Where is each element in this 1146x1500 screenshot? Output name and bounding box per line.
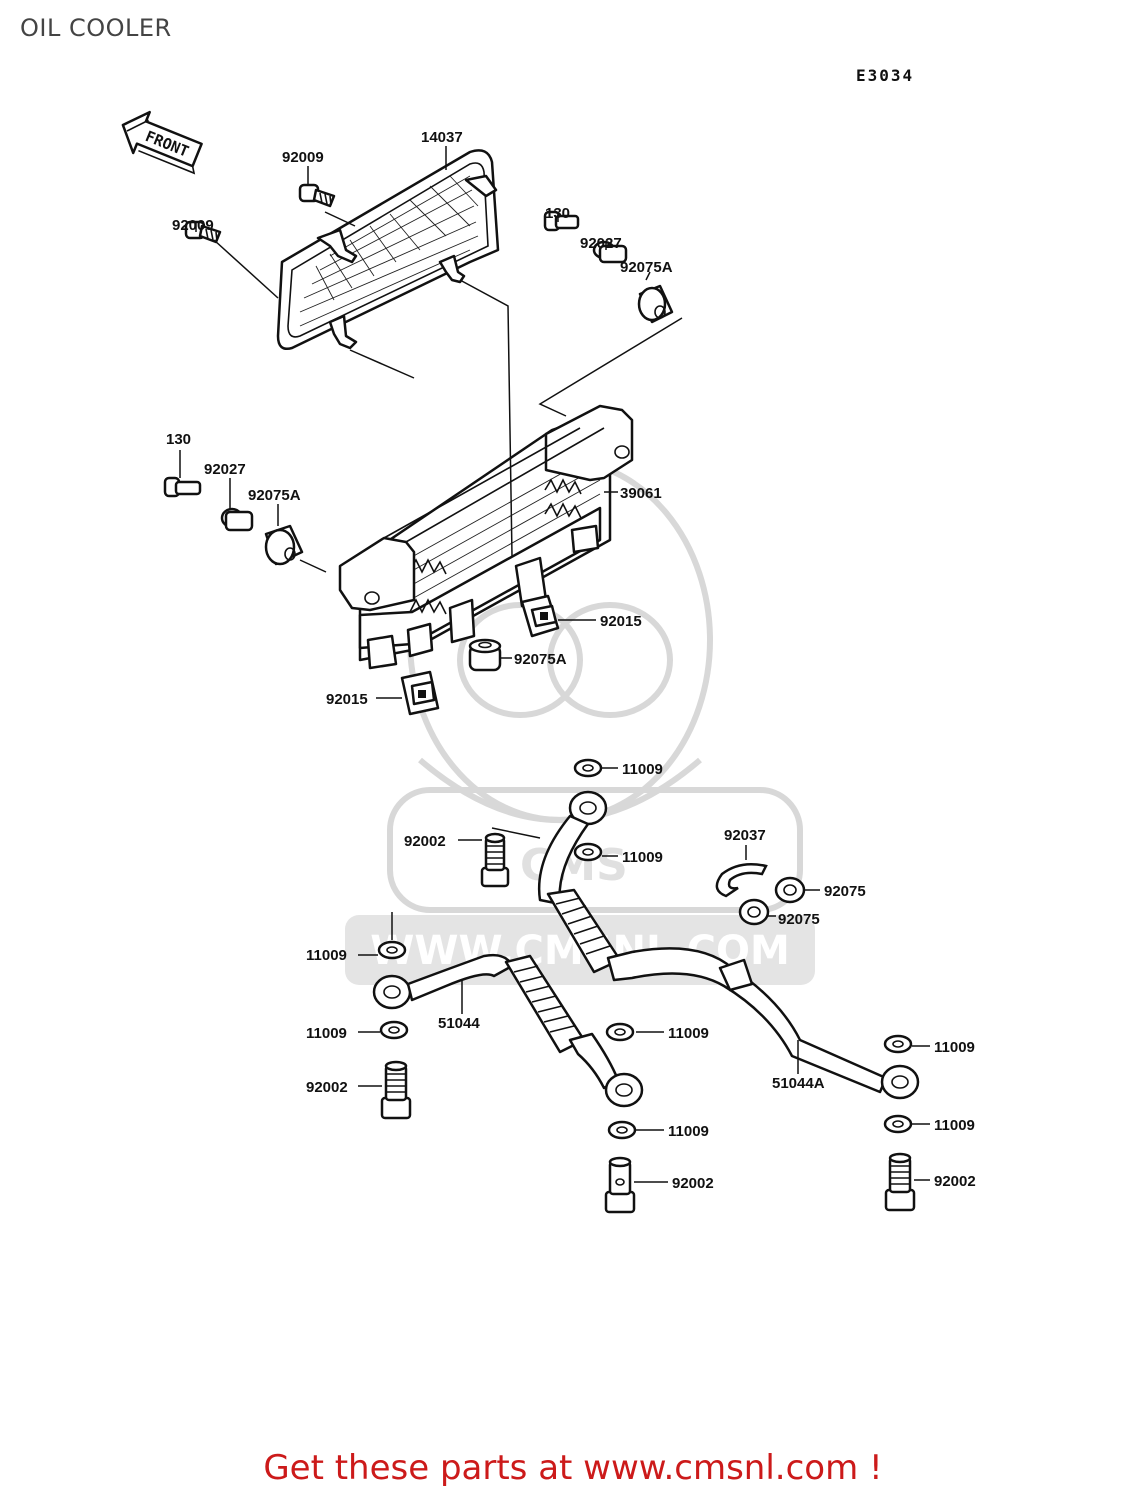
label-11009-c: 11009 (306, 947, 347, 964)
label-92027-b: 92027 (204, 461, 246, 478)
label-92009-b: 92009 (172, 217, 214, 234)
part-labels: 14037 92009 92009 130 92027 92075A 130 9… (166, 129, 976, 1192)
label-51044: 51044 (438, 1015, 480, 1032)
label-11009-e: 11009 (668, 1025, 709, 1042)
label-leaders (179, 146, 930, 1183)
grommet-92075A-c (468, 638, 502, 672)
oil-hose-51044 (372, 953, 644, 1108)
label-11009-b: 11009 (622, 849, 663, 866)
bolt-130-a (543, 210, 580, 232)
washer-11009-h (883, 1114, 913, 1134)
grommet-92075A-b (264, 524, 304, 566)
label-39061: 39061 (620, 485, 662, 502)
bolt-130-b (163, 476, 202, 498)
label-92075-a: 92075 (824, 883, 866, 900)
washer-11009-b (573, 842, 603, 862)
washer-11009-c (377, 940, 407, 960)
label-92075A-b: 92075A (248, 487, 301, 504)
banjo-bolt-92002-b (380, 1060, 412, 1120)
screw-92009-b (184, 220, 222, 244)
label-92075A-c: 92075A (514, 651, 567, 668)
washer-11009-g (883, 1034, 913, 1054)
damper-92015-a (520, 594, 560, 638)
oil-cooler-39061 (338, 404, 634, 670)
clip-92037 (715, 863, 768, 898)
label-92037: 92037 (724, 827, 766, 844)
banjo-bolt-92002-a (480, 832, 510, 888)
label-92002-d: 92002 (934, 1173, 976, 1190)
front-arrow-badge: FRONT (121, 110, 203, 175)
label-14037: 14037 (421, 129, 463, 146)
label-11009-f: 11009 (668, 1123, 709, 1140)
grommet-92075A-a (637, 284, 674, 324)
label-92015-a: 92015 (600, 613, 642, 630)
oil-hose-51044A (537, 790, 920, 1100)
label-92015-b: 92015 (326, 691, 368, 708)
label-92027-a: 92027 (580, 235, 622, 252)
label-11009-g: 11009 (934, 1039, 975, 1056)
label-92002-b: 92002 (306, 1079, 348, 1096)
collar-92027-b (220, 507, 254, 532)
washer-11009-f (607, 1120, 637, 1140)
label-92002-a: 92002 (404, 833, 446, 850)
grommet-92075-b (738, 898, 770, 926)
cooler-cover-14037 (276, 149, 500, 350)
grommet-92075-a (774, 876, 806, 904)
washer-11009-a (573, 758, 603, 778)
footer-advert-link[interactable]: Get these parts at www.cmsnl.com ! (0, 1448, 1146, 1488)
label-11009-d: 11009 (306, 1025, 347, 1042)
label-51044A: 51044A (772, 1075, 825, 1092)
banjo-bolt-92002-c (604, 1156, 636, 1214)
washer-11009-e (605, 1022, 635, 1042)
label-92075-b: 92075 (778, 911, 820, 928)
footer-advert-text[interactable]: Get these parts at www.cmsnl.com ! (263, 1448, 883, 1488)
banjo-bolt-92002-d (884, 1152, 916, 1212)
label-92075A-a: 92075A (620, 259, 673, 276)
cover-mesh (299, 175, 479, 327)
assembly-guide-lines (213, 211, 683, 573)
label-92009-a: 92009 (282, 149, 324, 166)
label-11009-a: 11009 (622, 761, 663, 778)
label-92002-c: 92002 (672, 1175, 714, 1192)
watermark: CMS WWW.CMSNL.COM (345, 457, 815, 985)
label-130-b: 130 (166, 431, 191, 448)
damper-92015-b (400, 670, 440, 716)
screw-92009-a (298, 183, 336, 208)
page-title: OIL COOLER (20, 14, 172, 42)
label-130-a: 130 (545, 205, 570, 222)
diagram-code: E3034 (856, 66, 915, 85)
washer-11009-d (379, 1020, 409, 1040)
label-11009-h: 11009 (934, 1117, 975, 1134)
